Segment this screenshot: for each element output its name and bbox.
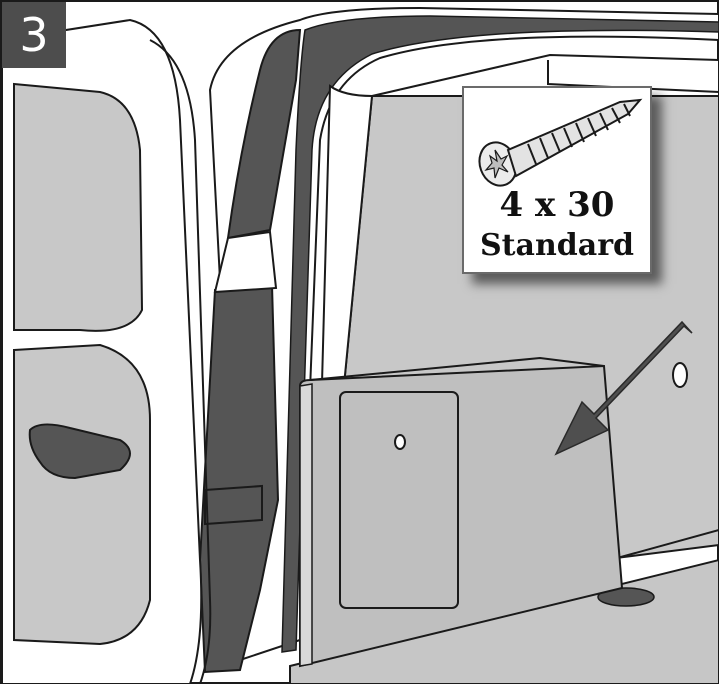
wall-mounting-hole <box>673 363 687 387</box>
door-lower-panel <box>14 345 150 644</box>
fastener-size-label: 4 x 30 <box>464 185 650 225</box>
panel-screw-hole <box>395 435 405 449</box>
panel-cutout-outline <box>340 392 458 608</box>
pillar-striker <box>205 486 262 524</box>
fastener-type-label: Standard <box>464 228 650 263</box>
door-window-panel <box>14 84 142 331</box>
screw-icon <box>470 92 648 190</box>
fastener-callout: 4 x 30 Standard <box>462 86 652 274</box>
step-number: 3 <box>2 2 66 68</box>
panel-edge <box>300 384 312 666</box>
